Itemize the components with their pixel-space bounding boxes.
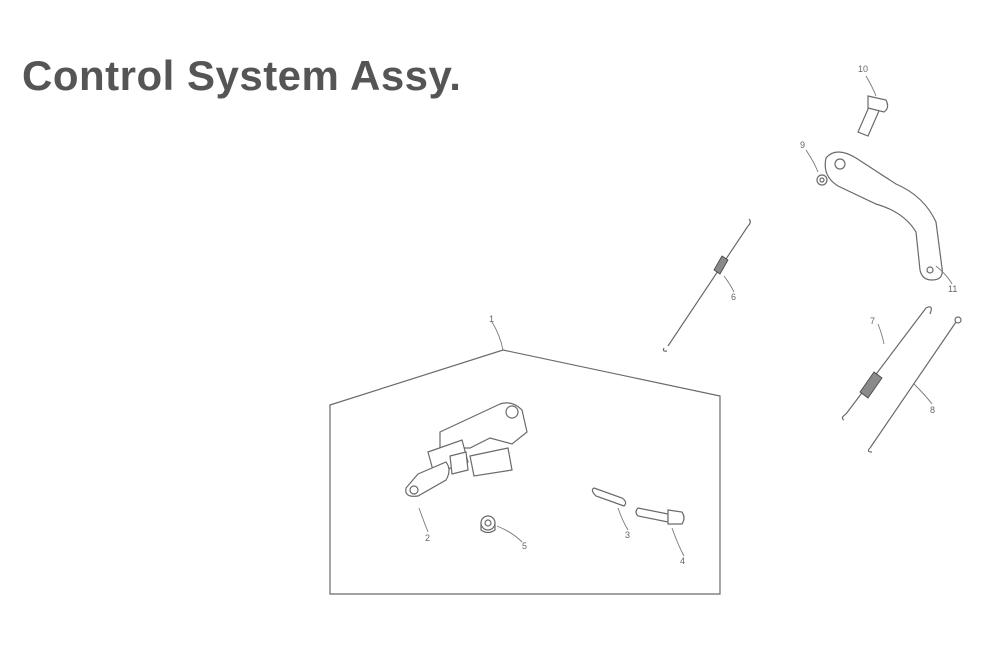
callout-2: 2 — [425, 533, 430, 543]
leader-1 — [491, 321, 504, 351]
kit-outline — [329, 349, 721, 595]
leader-10 — [865, 75, 877, 97]
part-bolt — [635, 507, 685, 525]
leader-3 — [617, 507, 629, 531]
leader-5 — [496, 525, 523, 543]
callout-1: 1 — [489, 314, 494, 324]
leader-4 — [671, 527, 685, 557]
page-title: Control System Assy. — [22, 52, 462, 99]
callout-6: 6 — [731, 292, 736, 302]
callout-4: 4 — [680, 556, 685, 566]
part-bolt-upper — [857, 95, 889, 137]
leader-8 — [913, 383, 933, 405]
callout-3: 3 — [625, 530, 630, 540]
leader-6 — [723, 275, 735, 293]
callout-10: 10 — [858, 64, 868, 74]
part-nut — [480, 515, 496, 534]
callout-7: 7 — [870, 316, 875, 326]
part-control-bracket — [405, 402, 528, 497]
leader-2 — [418, 507, 429, 533]
leader-11 — [935, 265, 953, 285]
part-rod — [867, 316, 962, 453]
part-control-lever — [824, 151, 943, 281]
part-spring-rod — [662, 218, 751, 352]
part-pin — [591, 487, 627, 507]
part-small-nut — [816, 174, 828, 186]
part-spring-rod-long — [841, 306, 932, 421]
callout-8: 8 — [930, 405, 935, 415]
callout-11: 11 — [948, 284, 957, 294]
callout-5: 5 — [522, 541, 527, 551]
leader-9 — [805, 149, 819, 173]
callout-9: 9 — [800, 140, 805, 150]
leader-7 — [877, 323, 885, 345]
